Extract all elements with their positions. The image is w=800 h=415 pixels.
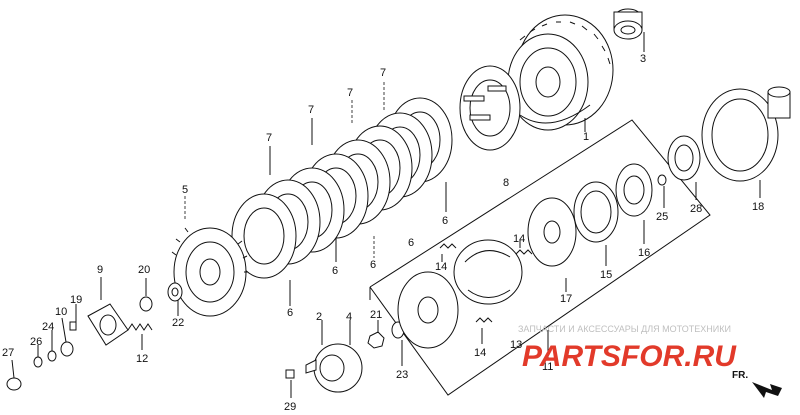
label-part-7a: 7: [380, 67, 386, 79]
label-part-14a: 14: [435, 261, 447, 273]
one-way-bearing: [667, 135, 701, 181]
drive-plate-17: [527, 197, 577, 267]
clutch-shoes: [453, 239, 523, 305]
front-label: FR.: [732, 370, 748, 381]
label-part-21: 21: [370, 309, 382, 321]
label-part-26: 26: [30, 336, 42, 348]
front-direction: FR.: [732, 370, 782, 398]
label-part-17: 17: [560, 293, 572, 305]
label-part-8: 8: [503, 177, 509, 189]
clutch-disc-stack: [231, 97, 453, 279]
assembly-frame: [369, 119, 711, 396]
label-part-7b: 7: [347, 87, 353, 99]
label-part-5: 5: [182, 184, 188, 196]
label-part-9: 9: [97, 264, 103, 276]
label-part-27: 27: [2, 347, 14, 359]
label-part-3: 3: [640, 53, 646, 65]
label-part-18: 18: [752, 201, 764, 213]
circlip-25: [657, 174, 667, 186]
label-part-29: 29: [284, 401, 296, 413]
drive-plate: [459, 65, 521, 151]
washer-22: [167, 282, 183, 302]
label-part-20: 20: [138, 264, 150, 276]
label-part-6d: 6: [332, 265, 338, 277]
springs-14: [439, 243, 533, 323]
label-part-14c: 14: [474, 347, 486, 359]
label-part-13: 13: [510, 339, 522, 351]
label-part-10: 10: [55, 306, 67, 318]
clutch-drum: [701, 86, 791, 182]
watermark-brand: PARTSFOR.RU: [522, 340, 737, 373]
watermark: ЗАПЧАСТИ И АКСЕССУАРЫ ДЛЯ МОТОТЕХНИКИ PA…: [518, 324, 737, 373]
label-part-15: 15: [600, 269, 612, 281]
label-part-7c: 7: [308, 104, 314, 116]
label-part-2: 2: [316, 311, 322, 323]
friction-disc-15: [573, 181, 619, 243]
bolt-20: [139, 296, 153, 312]
label-part-1: 1: [583, 131, 589, 143]
label-part-14b: 14: [513, 233, 525, 245]
label-part-25: 25: [656, 211, 668, 223]
label-part-12: 12: [136, 353, 148, 365]
collar: [613, 8, 643, 40]
label-part-22: 22: [172, 317, 184, 329]
leader-lines: [11, 32, 761, 398]
nut-21: [367, 331, 385, 349]
label-part-6b: 6: [408, 237, 414, 249]
plate-16: [615, 163, 653, 217]
watermark-caption: ЗАПЧАСТИ И АКСЕССУАРЫ ДЛЯ МОТОТЕХНИКИ: [518, 324, 731, 334]
label-part-4: 4: [346, 311, 352, 323]
label-part-19: 19: [70, 294, 82, 306]
label-part-7d: 7: [266, 132, 272, 144]
front-arrow-icon: [752, 382, 782, 398]
label-part-28: 28: [690, 203, 702, 215]
lifter-cam: [305, 343, 363, 393]
clutch-outer: [507, 14, 614, 131]
bolt-29: [285, 369, 295, 379]
label-part-11: 11: [542, 361, 553, 373]
weight-plate: [397, 271, 459, 349]
part-labels: 1 2 3 4 5 6 6 6 6 6 7 7 7 7 7 8 9 10 11 …: [2, 53, 764, 413]
label-part-23: 23: [396, 369, 408, 381]
label-part-6a: 6: [442, 215, 448, 227]
spring-12: [127, 323, 153, 331]
label-part-6e: 6: [287, 307, 293, 319]
label-part-16: 16: [638, 247, 650, 259]
clutch-center: [171, 227, 248, 317]
label-part-6c: 6: [370, 259, 376, 271]
label-part-24: 24: [42, 321, 54, 333]
lifter-plate: [87, 303, 129, 346]
